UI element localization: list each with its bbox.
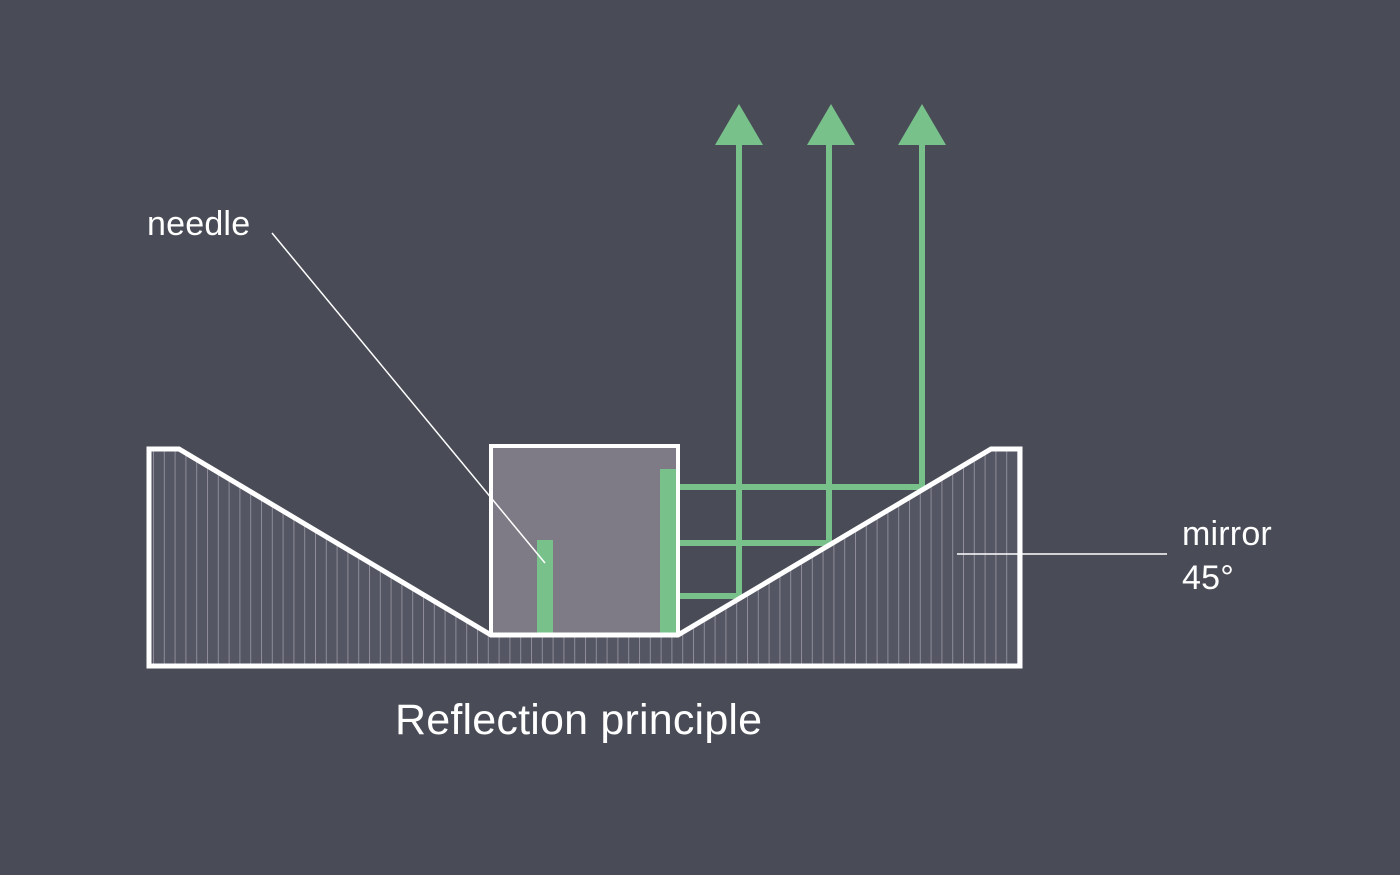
mirror-angle-text: 45° xyxy=(1182,559,1235,597)
mirror-base xyxy=(149,449,1020,666)
ray-1 xyxy=(676,145,742,599)
needle-leader-line xyxy=(271,232,546,564)
needle-image-bar xyxy=(660,469,676,635)
diagram-title: Reflection principle xyxy=(395,696,763,744)
arrow-up-icon xyxy=(715,104,763,145)
mirror-label-text: mirror xyxy=(1182,515,1272,553)
arrow-up-icon xyxy=(898,104,946,145)
ray-arrowheads xyxy=(715,104,946,145)
mirror-base-fill xyxy=(149,449,1020,666)
needle-housing-outline xyxy=(489,444,680,635)
ray-2 xyxy=(676,145,832,546)
mirror-label: mirror 45° xyxy=(1182,512,1272,600)
needle-bar xyxy=(537,540,553,635)
mirror-base-outline xyxy=(146,446,1023,669)
arrow-up-icon xyxy=(807,104,855,145)
needle-label: needle xyxy=(147,205,251,243)
needle-housing-box xyxy=(491,446,678,635)
ray-3 xyxy=(676,145,925,490)
